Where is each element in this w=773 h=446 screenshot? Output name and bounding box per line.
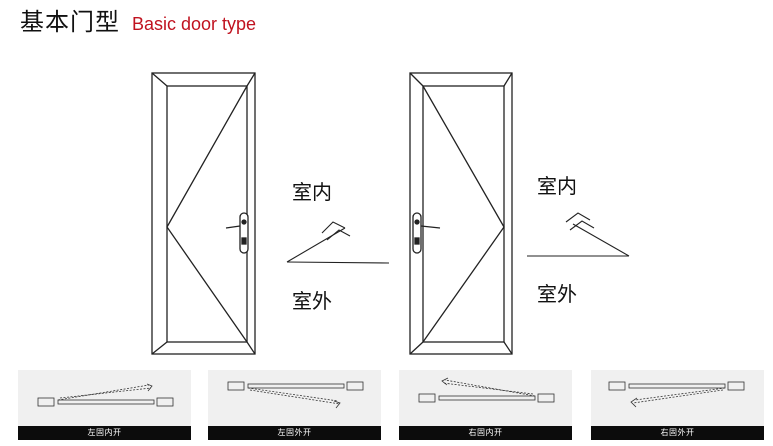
label-left-outdoor: 室外 (292, 289, 332, 313)
left-door (151, 72, 256, 355)
right-door (409, 72, 513, 355)
right-door-handle-icon (412, 212, 441, 254)
thumbnail-1-caption: 左固内开 (18, 426, 191, 440)
thumbnail-2-plan-icon (227, 381, 364, 409)
label-left-indoor: 室内 (292, 180, 332, 204)
right-swing-plan-icon (527, 212, 630, 257)
right-door-swing-triangle (422, 85, 505, 343)
title-english: Basic door type (132, 14, 257, 34)
thumbnail-4-caption: 右固外开 (591, 426, 764, 440)
thumbnail-3-plan-icon (418, 377, 555, 403)
left-door-outer-frame (151, 72, 256, 355)
thumbnail-3-caption: 右固内开 (399, 426, 572, 440)
thumbnail-1-plan-icon (37, 383, 174, 407)
page-title: 基本门型 Basic door type (20, 2, 256, 36)
thumbnail-right-fixed-inward: 右固内开 (399, 370, 572, 440)
thumbnail-2-caption: 左固外开 (208, 426, 381, 440)
thumbnail-left-fixed-outward: 左固外开 (208, 370, 381, 440)
thumbnail-4-plan-icon (608, 381, 745, 408)
thumbnail-right-fixed-outward: 右固外开 (591, 370, 764, 440)
right-door-outer-frame (409, 72, 513, 355)
left-swing-plan-icon (286, 221, 390, 264)
title-chinese: 基本门型 (20, 8, 120, 36)
left-door-handle-icon (225, 212, 249, 254)
thumbnail-left-fixed-inward: 左固内开 (18, 370, 191, 440)
left-door-swing-triangle (166, 85, 248, 343)
label-right-outdoor: 室外 (537, 282, 577, 306)
label-right-indoor: 室内 (537, 174, 577, 198)
left-door-inner-frame (166, 85, 248, 343)
right-door-inner-frame (422, 85, 505, 343)
